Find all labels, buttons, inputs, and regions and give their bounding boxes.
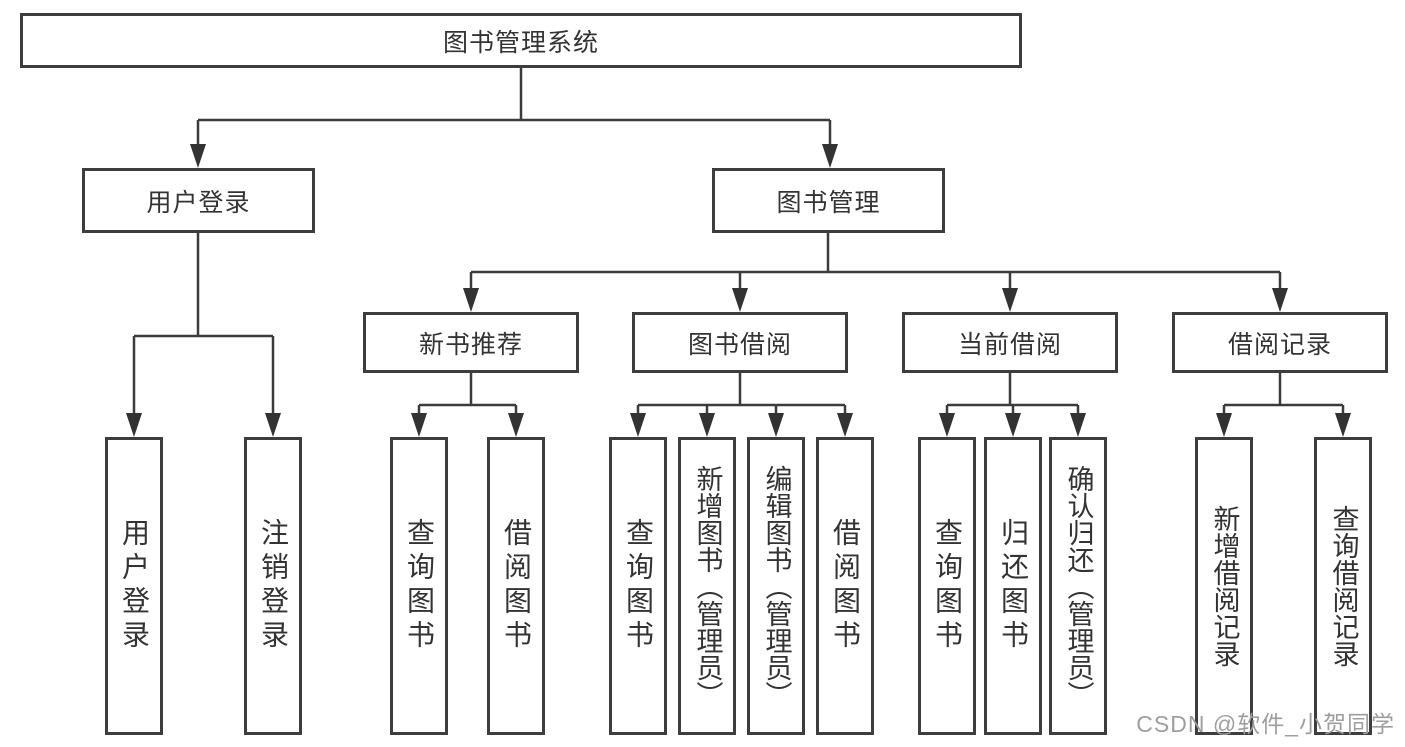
node-label: 图书借阅 bbox=[687, 330, 792, 359]
node-user-login: 用户登录 bbox=[82, 168, 315, 233]
node-new-book-recommend: 新书推荐 bbox=[363, 312, 579, 373]
node-current-borrowing: 当前借阅 bbox=[902, 312, 1118, 373]
leaf-label: 用户登录 bbox=[119, 518, 150, 654]
leaf-confirm-return-admin: 确认归还（管理员） bbox=[1049, 437, 1107, 735]
leaf-user-login: 用户登录 bbox=[105, 437, 163, 735]
node-library-management-system: 图书管理系统 bbox=[20, 13, 1022, 68]
leaf-logout: 注销登录 bbox=[244, 437, 302, 735]
leaf-label: 编辑图书（管理员） bbox=[761, 464, 792, 708]
leaf-label: 借阅图书 bbox=[830, 518, 861, 654]
node-label: 当前借阅 bbox=[957, 330, 1062, 359]
leaf-label: 注销登录 bbox=[258, 518, 289, 654]
leaf-borrow-books-recommend: 借阅图书 bbox=[487, 437, 545, 735]
leaf-label: 归还图书 bbox=[998, 518, 1029, 654]
leaf-label: 查询图书 bbox=[623, 518, 654, 654]
leaf-label: 查询图书 bbox=[404, 518, 435, 654]
node-label: 借阅记录 bbox=[1227, 330, 1332, 359]
leaf-add-borrow-record: 新增借阅记录 bbox=[1195, 437, 1253, 735]
leaf-label: 查询图书 bbox=[932, 518, 963, 654]
arrowheads bbox=[126, 144, 1351, 437]
node-label: 图书管理 bbox=[776, 188, 881, 217]
leaf-label: 借阅图书 bbox=[501, 518, 532, 654]
leaf-add-books-admin: 新增图书（管理员） bbox=[678, 437, 736, 735]
node-book-management: 图书管理 bbox=[712, 168, 945, 233]
leaf-label: 新增借阅记录 bbox=[1209, 505, 1240, 667]
leaf-borrow-books-borrowing: 借阅图书 bbox=[816, 437, 874, 735]
leaf-label: 确认归还（管理员） bbox=[1063, 464, 1094, 708]
node-label: 图书管理系统 bbox=[442, 28, 599, 57]
leaf-return-books: 归还图书 bbox=[984, 437, 1042, 735]
leaf-query-books-recommend: 查询图书 bbox=[390, 437, 448, 735]
leaf-query-books-current: 查询图书 bbox=[918, 437, 976, 735]
leaf-edit-books-admin: 编辑图书（管理员） bbox=[747, 437, 805, 735]
leaf-label: 查询借阅记录 bbox=[1328, 505, 1359, 667]
node-borrow-records: 借阅记录 bbox=[1172, 312, 1388, 373]
node-book-borrowing: 图书借阅 bbox=[632, 312, 848, 373]
csdn-watermark: CSDN @软件_小贺同学 bbox=[1136, 711, 1395, 737]
node-label: 用户登录 bbox=[146, 188, 251, 217]
leaf-query-borrow-record: 查询借阅记录 bbox=[1314, 437, 1372, 735]
node-label: 新书推荐 bbox=[418, 330, 523, 359]
leaf-label: 新增图书（管理员） bbox=[692, 464, 723, 708]
leaf-query-books-borrowing: 查询图书 bbox=[609, 437, 667, 735]
